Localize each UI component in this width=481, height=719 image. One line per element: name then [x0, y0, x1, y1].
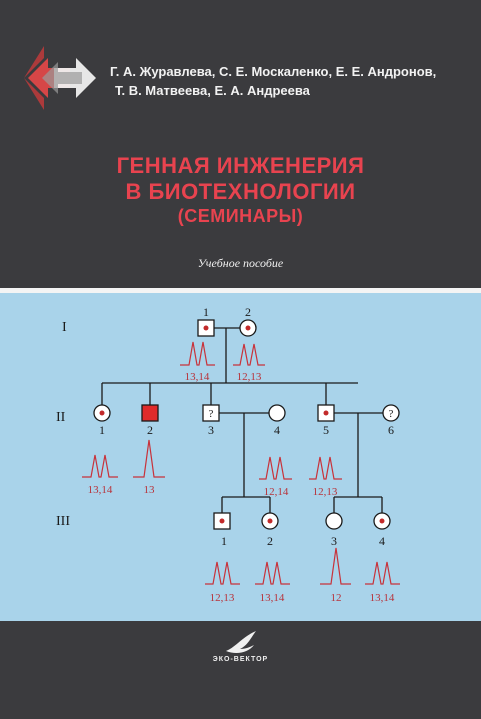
gen2-male-affected-2 [141, 404, 159, 422]
allele-label-gen2-5: 12,13 [313, 486, 338, 498]
title-line-3: (СЕМИНАРЫ) [177, 206, 304, 226]
cover-bottom-section [0, 621, 481, 719]
peaks-gen2-4 [259, 456, 292, 480]
peaks-gen3-2 [255, 561, 290, 585]
allele-label-gen2-4: 12,14 [264, 486, 289, 498]
gen2-female-unknown-6 [382, 404, 400, 422]
section-divider [0, 288, 481, 293]
allele-label-gen3-1: 12,13 [210, 592, 235, 604]
bird-logo-icon [226, 631, 256, 653]
gen2-male-unknown-3 [202, 404, 220, 422]
peaks-gen1-1 [180, 341, 215, 366]
gen2-number-2: 2 [147, 423, 153, 437]
gen2-number-3: 3 [208, 423, 214, 437]
gen2-female-4 [268, 404, 286, 422]
gen3-number-3: 3 [331, 534, 337, 548]
gen1-number-1: 1 [203, 305, 209, 319]
allele-label-gen3-3: 12 [331, 592, 342, 604]
cover-top-section: Г. А. Журавлева, С. Е. Москаленко, Е. Е.… [0, 0, 481, 288]
gen2-number-6: 6 [388, 423, 394, 437]
generation-label-1: I [62, 320, 67, 335]
peaks-gen1-2 [233, 343, 265, 366]
authors-line-1: Г. А. Журавлева, С. Е. Москаленко, Е. Е.… [110, 64, 437, 79]
gen3-number-1: 1 [221, 534, 227, 548]
gen3-number-4: 4 [379, 534, 385, 548]
marker-dot [203, 325, 209, 331]
peaks-gen2-2 [133, 439, 165, 478]
peaks-gen3-3 [320, 547, 351, 585]
title-line-2: В БИОТЕХНОЛОГИИ [125, 179, 356, 204]
allele-label-gen2-1: 13,14 [88, 484, 113, 496]
marker-dot [379, 518, 385, 524]
gen3-number-2: 2 [267, 534, 273, 548]
publisher-logo-arrows [24, 46, 96, 110]
peaks-gen3-4 [365, 561, 400, 585]
gen3-female-3 [325, 512, 343, 530]
allele-label-gen1-2: 12,13 [237, 371, 262, 383]
unknown-mark: ? [389, 408, 394, 420]
generation-label-3: III [56, 514, 70, 529]
gen2-number-5: 5 [323, 423, 329, 437]
gen2-number-4: 4 [274, 423, 280, 437]
authors-block: Г. А. Журавлева, С. Е. Москаленко, Е. Е.… [110, 62, 470, 100]
allele-label-gen3-2: 13,14 [260, 592, 285, 604]
allele-label-gen2-2: 13 [144, 484, 156, 496]
allele-label-gen1-1: 13,14 [185, 371, 210, 383]
marker-dot [99, 410, 105, 416]
unknown-mark: ? [209, 408, 214, 420]
marker-dot [245, 325, 251, 331]
authors-line-2: Т. В. Матвеева, Е. А. Андреева [115, 83, 310, 98]
book-subtitle: Учебное пособие [197, 256, 284, 270]
peaks-gen3-1 [205, 561, 240, 585]
pedigree-panel: ? ? I II III 1 2 1 2 3 4 5 [0, 293, 481, 621]
book-title: ГЕННАЯ ИНЖЕНЕРИЯ В БИОТЕХНОЛОГИИ (СЕМИНА… [0, 153, 481, 227]
allele-label-gen3-4: 13,14 [370, 592, 395, 604]
peaks-gen2-5 [309, 456, 342, 480]
gen2-number-1: 1 [99, 423, 105, 437]
marker-dot [219, 518, 225, 524]
marker-dot [267, 518, 273, 524]
marker-dot [323, 410, 329, 416]
generation-label-2: II [56, 410, 66, 425]
pedigree-diagram: ? ? I II III 1 2 1 2 3 4 5 [56, 305, 400, 604]
gen1-number-2: 2 [245, 305, 251, 319]
publisher-name: ЭКО-ВЕКТОР [212, 656, 269, 663]
title-line-1: ГЕННАЯ ИНЖЕНЕРИЯ [116, 153, 365, 178]
peaks-gen2-1 [82, 454, 118, 478]
